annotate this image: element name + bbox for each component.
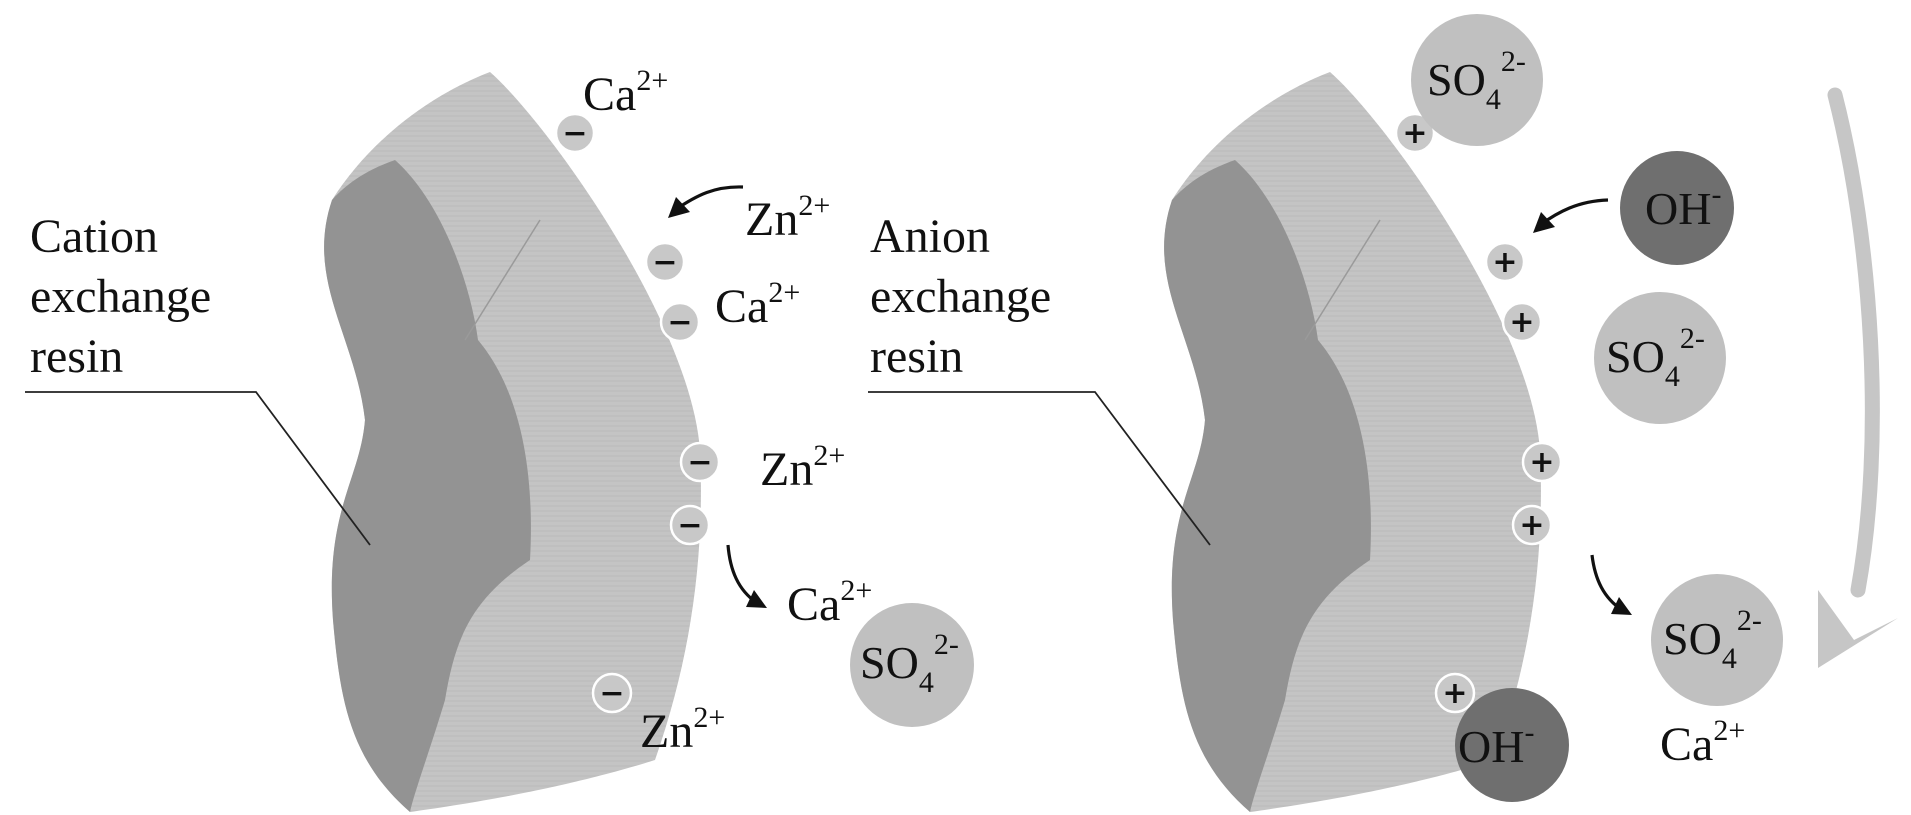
cation-resin-shadow	[324, 160, 531, 812]
ion-in-arrow	[668, 185, 744, 218]
anion-resin-label: Anion exchange resin	[870, 210, 1063, 383]
svg-text:−: −	[599, 676, 624, 711]
svg-text:−: −	[687, 445, 712, 480]
svg-text:+: +	[1402, 116, 1427, 151]
calcium-ion-label: Ca2+	[715, 276, 800, 333]
svg-text:+: +	[1509, 305, 1534, 340]
zinc-ion-label: Zn2+	[640, 701, 725, 758]
sulfate-ion: SO42-	[1651, 574, 1783, 706]
positive-site: +	[1484, 241, 1526, 283]
svg-text:SO42-: SO42-	[860, 628, 959, 699]
svg-text:−: −	[562, 116, 587, 151]
anion-resin-shadow	[1164, 160, 1371, 812]
positive-site: +	[1501, 301, 1543, 343]
svg-text:SO42-: SO42-	[1663, 604, 1762, 675]
cation-resin-label: Cation exchange resin	[30, 210, 223, 383]
calcium-ion-label: Ca2+	[787, 574, 872, 631]
sulfate-ion: SO42-	[1594, 292, 1726, 424]
cation-label-leader	[25, 391, 371, 546]
calcium-ion-label: Ca2+	[1660, 714, 1745, 771]
negative-site: −	[679, 441, 721, 483]
svg-text:SO42-: SO42-	[1606, 322, 1705, 393]
svg-text:OH-: OH-	[1458, 716, 1534, 772]
positive-site: +	[1521, 441, 1563, 483]
zinc-ion-label: Zn2+	[760, 439, 845, 496]
zinc-ion-label: Zn2+	[745, 189, 830, 246]
flow-direction-arrow	[1818, 87, 1898, 668]
negative-site: −	[644, 241, 686, 283]
svg-text:−: −	[652, 245, 677, 280]
svg-text:+: +	[1492, 245, 1517, 280]
svg-text:+: +	[1442, 676, 1467, 711]
negative-site: −	[554, 112, 596, 154]
positive-site: +	[1394, 112, 1436, 154]
hydroxide-ion: OH-	[1620, 151, 1734, 265]
anion-resin-panel: Anion exchange resin + + + + + + SO42- O…	[868, 14, 1898, 812]
svg-text:+: +	[1519, 508, 1544, 543]
positive-site: +	[1434, 672, 1476, 714]
ion-in-arrow	[1533, 198, 1609, 233]
calcium-ion-label: Ca2+	[583, 64, 668, 121]
sulfate-ion: SO42-	[1411, 14, 1543, 146]
anion-resin-crack	[1304, 219, 1381, 341]
anion-label-leader	[868, 391, 1211, 546]
negative-site: −	[669, 504, 711, 546]
svg-text:−: −	[677, 508, 702, 543]
ion-out-arrow	[1590, 554, 1632, 615]
svg-text:+: +	[1529, 445, 1554, 480]
cation-resin-crack	[464, 219, 541, 341]
svg-text:−: −	[667, 305, 692, 340]
svg-text:SO42-: SO42-	[1427, 45, 1526, 116]
positive-site: +	[1511, 504, 1553, 546]
svg-text:OH-: OH-	[1645, 178, 1721, 234]
negative-site: −	[591, 672, 633, 714]
negative-site: −	[659, 301, 701, 343]
hydroxide-ion: OH-	[1455, 688, 1569, 802]
sulfate-ion: SO42-	[850, 603, 974, 727]
cation-resin-panel: Cation exchange resin − − − − − − Ca2+ Z…	[25, 64, 974, 812]
ion-out-arrow	[726, 544, 767, 608]
